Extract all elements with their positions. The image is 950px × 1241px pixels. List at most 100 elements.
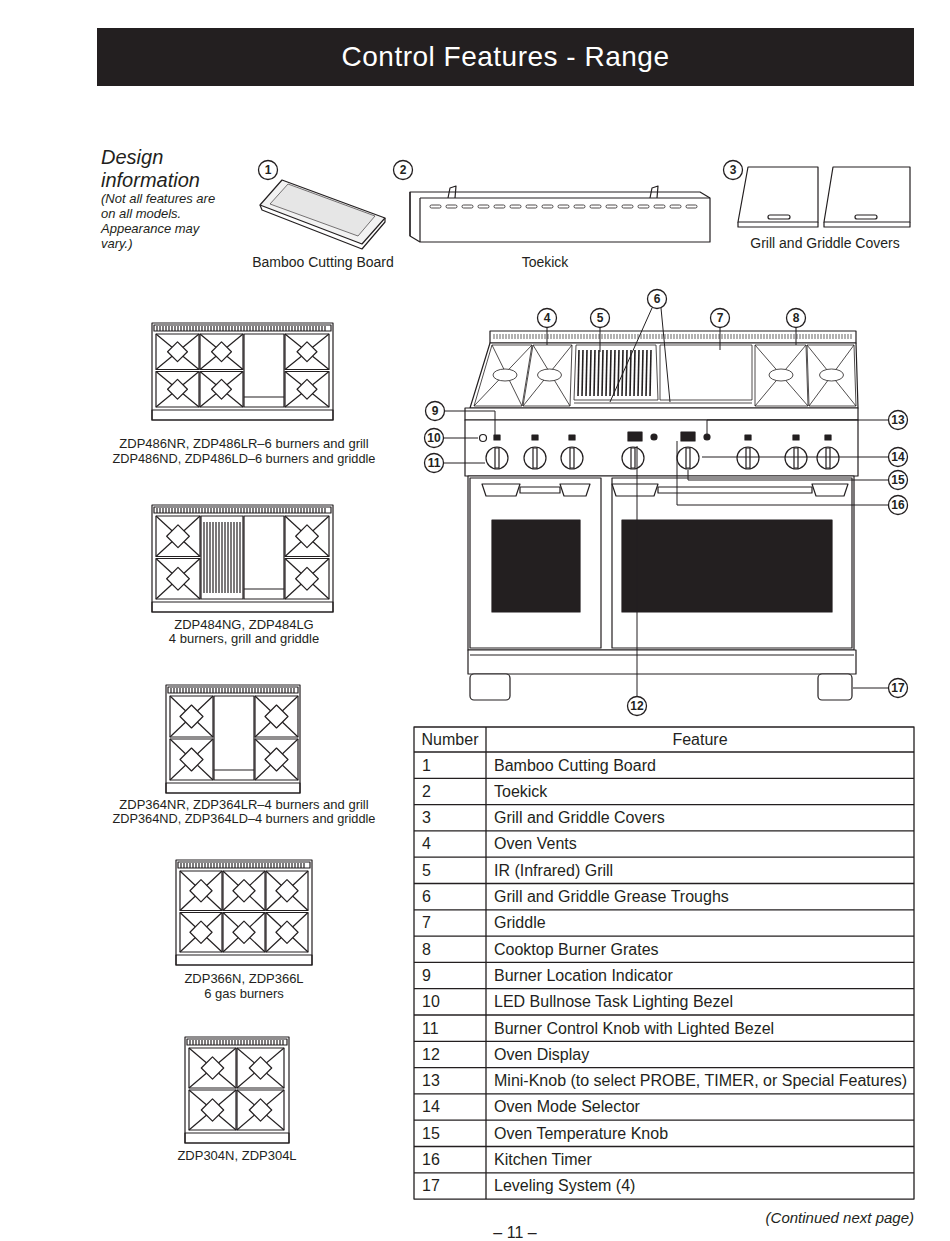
vent-slot	[737, 334, 738, 339]
vent-slot	[174, 326, 175, 331]
control-knob	[737, 447, 759, 469]
vent-slot	[653, 334, 654, 339]
grate-bar	[285, 516, 329, 557]
vent-slot	[635, 334, 636, 339]
grate-bar	[266, 871, 308, 911]
vent-slot	[788, 334, 789, 339]
vent-slot	[563, 334, 564, 339]
vent-slot	[276, 863, 277, 868]
vent-slot	[263, 688, 264, 693]
burner-grate	[266, 871, 308, 911]
vent-slot	[827, 334, 828, 339]
burner-grate	[474, 345, 532, 406]
callout-number: 2	[400, 164, 407, 176]
vent-slot	[159, 326, 160, 331]
vent-slot	[207, 863, 208, 868]
vent-slot	[321, 508, 322, 513]
vent-slot	[284, 688, 285, 693]
vent-slot	[270, 508, 271, 513]
vent-slot	[761, 334, 762, 339]
table-cell: Toekick	[494, 783, 547, 801]
knob-grip	[570, 448, 574, 468]
burner-indicator	[825, 435, 831, 440]
vent-slot	[506, 334, 507, 339]
burner-cap	[233, 880, 255, 902]
knob-grip	[533, 448, 537, 468]
vent-slot	[285, 326, 286, 331]
burner-grate	[180, 913, 222, 953]
callout-number: 5	[597, 312, 604, 324]
grate-bar	[223, 913, 265, 953]
vent-slot	[581, 334, 582, 339]
vent-slot	[734, 334, 735, 339]
vent-slot	[171, 326, 172, 331]
vent-slot	[842, 334, 843, 339]
vent-slot	[225, 326, 226, 331]
vent-slot	[261, 863, 262, 868]
vent-slot	[569, 334, 570, 339]
vent-slot	[207, 326, 208, 331]
vent-slot	[276, 508, 277, 513]
vent-slot	[815, 334, 816, 339]
burner-cap	[180, 748, 203, 771]
table-cell: 1	[422, 757, 431, 775]
knob-grip	[495, 448, 499, 468]
vent-slot	[176, 688, 177, 693]
vent-slot	[800, 334, 801, 339]
callout-circle	[425, 429, 444, 448]
vent-slot	[264, 863, 265, 868]
vent-slot	[590, 334, 591, 339]
vent-slot	[740, 334, 741, 339]
vent-slot	[806, 334, 807, 339]
vent-slot	[527, 334, 528, 339]
table-cell: 14	[422, 1098, 440, 1116]
vent-slot	[204, 1040, 205, 1045]
callout-number: 13	[891, 414, 904, 426]
vent-slot	[779, 334, 780, 339]
toekick-slot	[606, 205, 617, 208]
vent-slot	[707, 334, 708, 339]
vent-slot	[545, 334, 546, 339]
vent-slot	[246, 508, 247, 513]
vent-slot	[252, 863, 253, 868]
grate-bar	[180, 871, 222, 911]
vent-slot	[216, 508, 217, 513]
vent-slot	[647, 334, 648, 339]
burner-indicator	[745, 435, 751, 440]
grill	[574, 345, 658, 400]
table-cell: 4	[422, 835, 431, 853]
vent-slot	[833, 334, 834, 339]
grate-bar	[237, 1090, 284, 1130]
toekick-slot	[558, 205, 569, 208]
note: (Not all features are on all models. App…	[101, 192, 219, 252]
vent-slot	[620, 334, 621, 339]
burner-cap	[168, 379, 188, 399]
table-header: Feature	[672, 731, 727, 749]
vent-slot	[267, 863, 268, 868]
grate-bar	[285, 334, 329, 370]
vent-slot	[195, 863, 196, 868]
toekick-slot	[654, 205, 665, 208]
griddle	[660, 345, 752, 400]
vent-slot	[300, 508, 301, 513]
grill-bar	[610, 350, 611, 396]
grate-bar	[156, 372, 199, 408]
vent-slot	[279, 326, 280, 331]
callout-circle	[648, 290, 667, 309]
vent-slot	[216, 326, 217, 331]
table-cell: Cooktop Burner Grates	[494, 941, 659, 959]
vent-slot	[821, 334, 822, 339]
grill-bar	[646, 350, 647, 396]
vent-slot	[162, 508, 163, 513]
grate-bar	[156, 372, 199, 408]
vent-slot	[240, 1040, 241, 1045]
vent-slot	[210, 326, 211, 331]
vent-slot	[201, 508, 202, 513]
vent-slot	[623, 334, 624, 339]
toekick-slot	[622, 205, 633, 208]
vent-slot	[281, 688, 282, 693]
front-trim	[185, 1133, 289, 1143]
grill-bar	[221, 522, 222, 593]
vent-slot	[746, 334, 747, 339]
vent-slot	[728, 334, 729, 339]
